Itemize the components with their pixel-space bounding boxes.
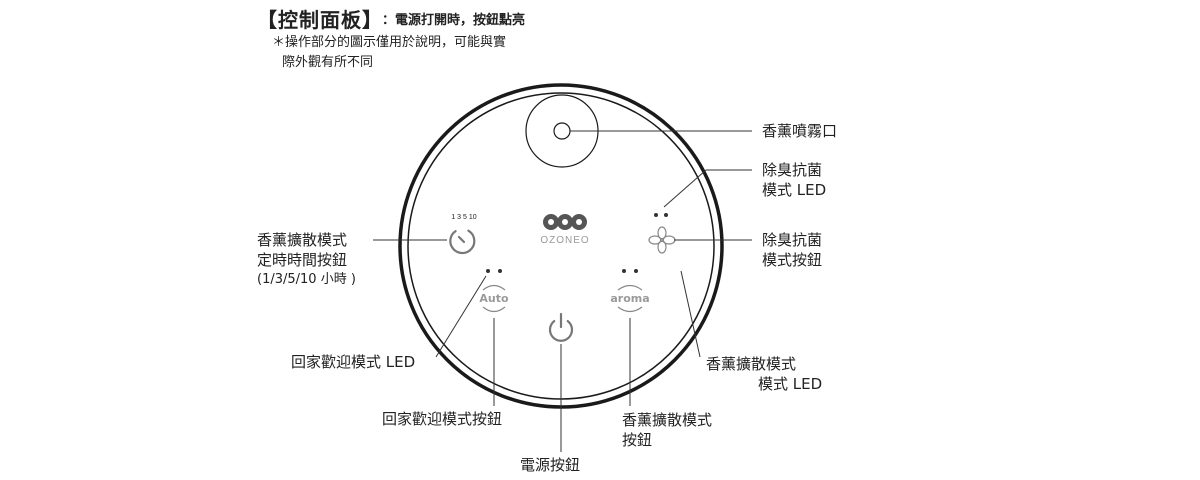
arc-top-icon — [617, 284, 643, 291]
label-line: 除臭抗菌 — [762, 161, 823, 179]
timer-icon — [449, 229, 476, 255]
arc-top-icon — [482, 284, 506, 291]
power-icon — [548, 312, 574, 342]
label-line: 香薰擴散模式 — [622, 411, 713, 429]
label-aroma-led: 香薰擴散模式 模式 LED — [706, 354, 822, 394]
label-aroma-button: 香薰擴散模式 按鈕 — [622, 410, 712, 450]
ozoneo-logo-icon — [543, 214, 587, 230]
arc-bottom-icon — [482, 306, 506, 313]
label-line: 香薰擴散模式 — [706, 355, 797, 373]
label-line: 模式 LED — [758, 375, 823, 393]
label-line: (1/3/5/10 小時 ) — [257, 272, 356, 287]
label-aroma-outlet: 香薰噴霧口 — [762, 122, 838, 140]
deodorize-led — [654, 213, 668, 217]
note-line-1: ＊操作部分的圖示僅用於說明，可能與實 — [272, 35, 507, 50]
aroma-label: aroma — [610, 292, 649, 305]
label-timer-button: 香薰擴散模式 定時時間按鈕 (1/3/5/10 小時 ) — [257, 230, 356, 290]
fan-icon — [648, 226, 676, 254]
disclaimer-note: ＊操作部分的圖示僅用於說明，可能與實 際外觀有所不同 — [272, 33, 506, 73]
timer-ticks: 1 3 5 10 — [451, 214, 476, 221]
label-power-button: 電源按鈕 — [520, 456, 581, 474]
deodorize-button[interactable] — [648, 226, 676, 254]
note-line-2: 際外觀有所不同 — [282, 55, 374, 70]
home-welcome-led — [486, 269, 502, 273]
header-subtitle: ：電源打開時，按鈕點亮 — [382, 13, 526, 28]
home-welcome-button[interactable]: Auto — [479, 284, 509, 313]
label-line: 按鈕 — [622, 431, 653, 449]
aroma-mode-button[interactable]: aroma — [610, 284, 650, 313]
label-deodorize-button: 除臭抗菌 模式按鈕 — [762, 230, 822, 270]
aroma-mode-led — [622, 269, 638, 273]
power-button[interactable] — [548, 312, 574, 342]
label-deodorize-led: 除臭抗菌 模式 LED — [762, 160, 826, 200]
timer-button[interactable] — [449, 229, 476, 255]
label-line: 定時時間按鈕 — [257, 251, 348, 269]
label-home-welcome-led: 回家歡迎模式 LED — [291, 353, 416, 371]
label-line: 香薰擴散模式 — [257, 231, 348, 249]
label-home-welcome-button: 回家歡迎模式按鈕 — [382, 410, 503, 428]
arc-bottom-icon — [617, 306, 643, 313]
auto-label: Auto — [479, 292, 509, 305]
leader-lines — [373, 130, 752, 452]
label-line: 模式按鈕 — [762, 251, 823, 269]
brand-name: OZONEO — [540, 235, 589, 246]
header-title: 【控制面板】 — [257, 8, 383, 32]
label-line: 除臭抗菌 — [762, 231, 823, 249]
label-line: 模式 LED — [762, 181, 827, 199]
